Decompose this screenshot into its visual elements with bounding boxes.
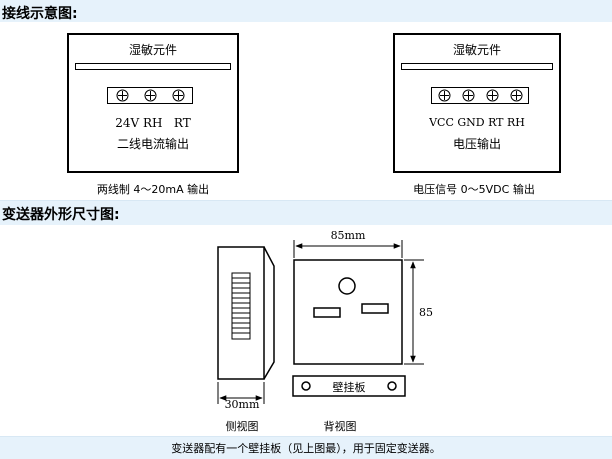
side-view-caption: 侧视图 (225, 420, 259, 433)
voltage-output-wiring-box: 湿敏元件 VCC GND RT RH 电压输出 (393, 33, 561, 173)
terminal-block (107, 87, 193, 104)
mounting-slot (313, 307, 341, 318)
terminal-labels: VCC GND RT RH (429, 116, 525, 129)
mounting-hole (338, 277, 356, 295)
heading-band-dimensions (0, 200, 612, 225)
width-dimension (293, 240, 403, 258)
mounting-slot (361, 303, 389, 314)
heading-band-wiring (0, 0, 612, 22)
wall-plate (292, 375, 406, 397)
current-output-caption: 两线制 4～20mA 输出 (96, 183, 210, 196)
screw-terminal-icon (462, 89, 474, 102)
screw-terminal-icon (172, 89, 184, 102)
height-dimension (404, 259, 424, 365)
sensor-strip (401, 63, 553, 70)
terminal-block (431, 87, 529, 104)
screw-terminal-icon (510, 89, 522, 102)
screw-terminal-icon (438, 89, 450, 102)
current-output-wiring-box: 湿敏元件 24V RH RT 二线电流输出 (67, 33, 239, 173)
screw-terminal-icon (116, 89, 128, 102)
footer-note: 变送器配有一个壁挂板（见上图最），用于固定变送器。 (171, 442, 441, 455)
screw-terminal-icon (486, 89, 498, 102)
sensor-element-title: 湿敏元件 (128, 43, 177, 57)
height-dimension-label: 85 (419, 306, 433, 319)
terminal-labels: 24V RH RT (115, 116, 191, 130)
vent-grille (231, 272, 251, 340)
plate-screw-hole (301, 381, 311, 391)
output-type-label: 电压输出 (452, 137, 501, 151)
back-view-caption: 背视图 (323, 420, 357, 433)
voltage-output-caption: 电压信号 0～5VDC 输出 (413, 183, 535, 196)
wiring-heading: 接线示意图: (2, 6, 78, 22)
sensor-strip (75, 63, 231, 70)
footer-band (0, 436, 612, 459)
dimensions-heading: 变送器外形尺寸图: (2, 207, 120, 223)
depth-dimension-label: 30mm (224, 398, 260, 411)
sensor-element-title: 湿敏元件 (452, 43, 501, 57)
output-type-label: 二线电流输出 (116, 137, 189, 151)
depth-dimension (217, 382, 265, 404)
width-dimension-label: 85mm (330, 229, 366, 242)
side-view (217, 246, 275, 380)
back-view (293, 259, 403, 365)
screw-terminal-icon (144, 89, 156, 102)
wall-plate-label: 壁挂板 (332, 381, 366, 394)
plate-screw-hole (387, 381, 397, 391)
